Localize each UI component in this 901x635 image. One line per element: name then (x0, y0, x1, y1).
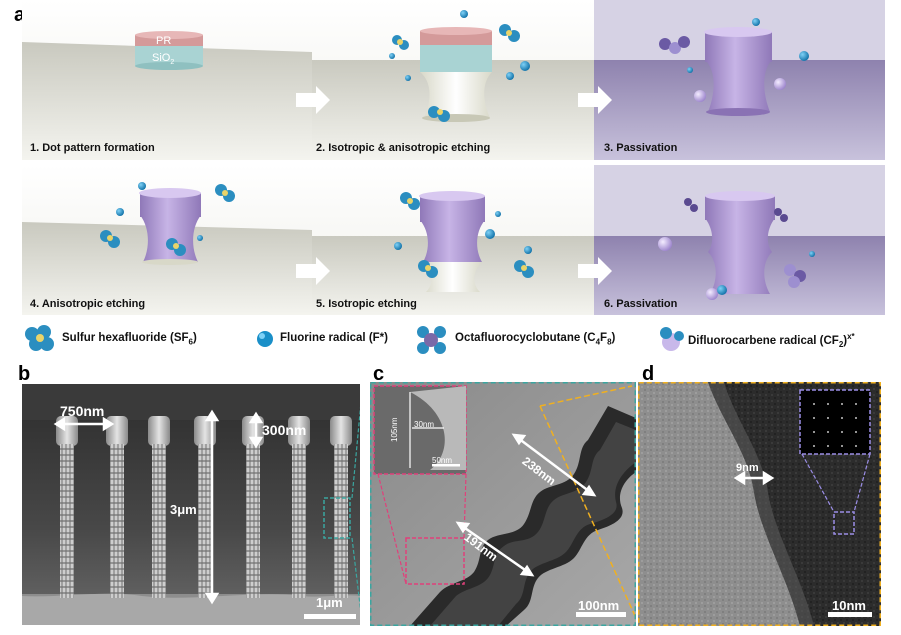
tem-d-layer-label: 9nm (736, 462, 759, 474)
tem-image-c (370, 382, 636, 626)
tile-step-2 (312, 0, 594, 160)
legend-c4f8-end: ) (611, 332, 616, 344)
arrow-icon-1 (296, 86, 330, 114)
step-label-1: 1. Dot pattern formation (30, 142, 155, 154)
step-label-3: 3. Passivation (604, 142, 678, 154)
tem-c-inset-scale: 50nm (432, 456, 453, 465)
legend-sf6-label: Sulfur hexafluoride (SF6) (62, 332, 197, 346)
sf6-molecule-icon (25, 325, 54, 351)
legend-c4f8-name: Octafluorocyclobutane (C (455, 332, 596, 344)
tem-c-inset-height: 105nm (390, 417, 399, 442)
panel-letter-c: c (373, 363, 385, 385)
arrow-icon-4 (578, 257, 612, 285)
panel-letter-d: d (642, 363, 655, 385)
sem-width-label: 750nm (60, 403, 105, 419)
step-label-2: 2. Isotropic & anisotropic etching (316, 142, 491, 154)
tile-step-1 (22, 0, 312, 160)
panel-letter-b: b (18, 363, 31, 385)
tile-step-4 (22, 165, 312, 315)
legend-sf6-end: ) (192, 332, 197, 344)
panel-letter-a: a (14, 4, 26, 26)
sem-pillars (56, 416, 352, 598)
arrow-icon-2 (578, 86, 612, 114)
step-label-4: 4. Anisotropic etching (30, 298, 146, 310)
arrow-icon-3 (296, 257, 330, 285)
legend-sf6-sub: 6 (188, 337, 193, 347)
tem-c-scale-label: 100nm (578, 598, 620, 613)
sio2-main: SiO (152, 52, 171, 64)
legend-c4f8-mid: F (600, 332, 608, 344)
cf2-radical-icon (660, 327, 684, 351)
legend-cf2-end: ) (843, 334, 848, 347)
legend-cf2-name: Difluorocarbene radical (CF (688, 334, 839, 347)
step-label-5: 5. Isotropic etching (316, 298, 417, 310)
legend-cf2-sup: x* (847, 332, 855, 341)
legend-cf2-sub: 2 (838, 340, 844, 350)
sem-cap-label: 300nm (262, 422, 307, 438)
legend-c4f8-sub2: 8 (607, 337, 612, 347)
tem-image-d (638, 382, 881, 626)
legend-fluorine-label: Fluorine radical (F*) (280, 332, 388, 344)
sem-height-label: 3μm (170, 502, 197, 517)
tem-c-inset-width: 30nm (414, 420, 435, 429)
tile-step-6 (594, 165, 885, 315)
sio2-subscript: 2 (170, 59, 175, 67)
sio2-layer-label: SiO2 (152, 52, 174, 66)
tile-step-3 (594, 0, 885, 160)
c4f8-molecule-icon (417, 326, 446, 354)
tem-d-scale-label: 10nm (832, 598, 866, 613)
sem-scale-label: 1μm (316, 595, 343, 610)
legend-sf6-name: Sulfur hexafluoride (SF (62, 332, 189, 344)
process-schematic (22, 0, 885, 315)
legend-icons (25, 325, 684, 354)
tile-step-5 (312, 165, 594, 315)
legend-c4f8-sub: 4 (595, 337, 601, 347)
sem-image (22, 384, 360, 625)
legend-cf2-label: Difluorocarbene radical (CF2)x* (688, 332, 855, 349)
step-label-6: 6. Passivation (604, 298, 678, 310)
pr-layer-label: PR (156, 35, 172, 47)
legend-c4f8-label: Octafluorocyclobutane (C4F8) (455, 332, 615, 346)
fluorine-radical-icon (257, 331, 273, 347)
